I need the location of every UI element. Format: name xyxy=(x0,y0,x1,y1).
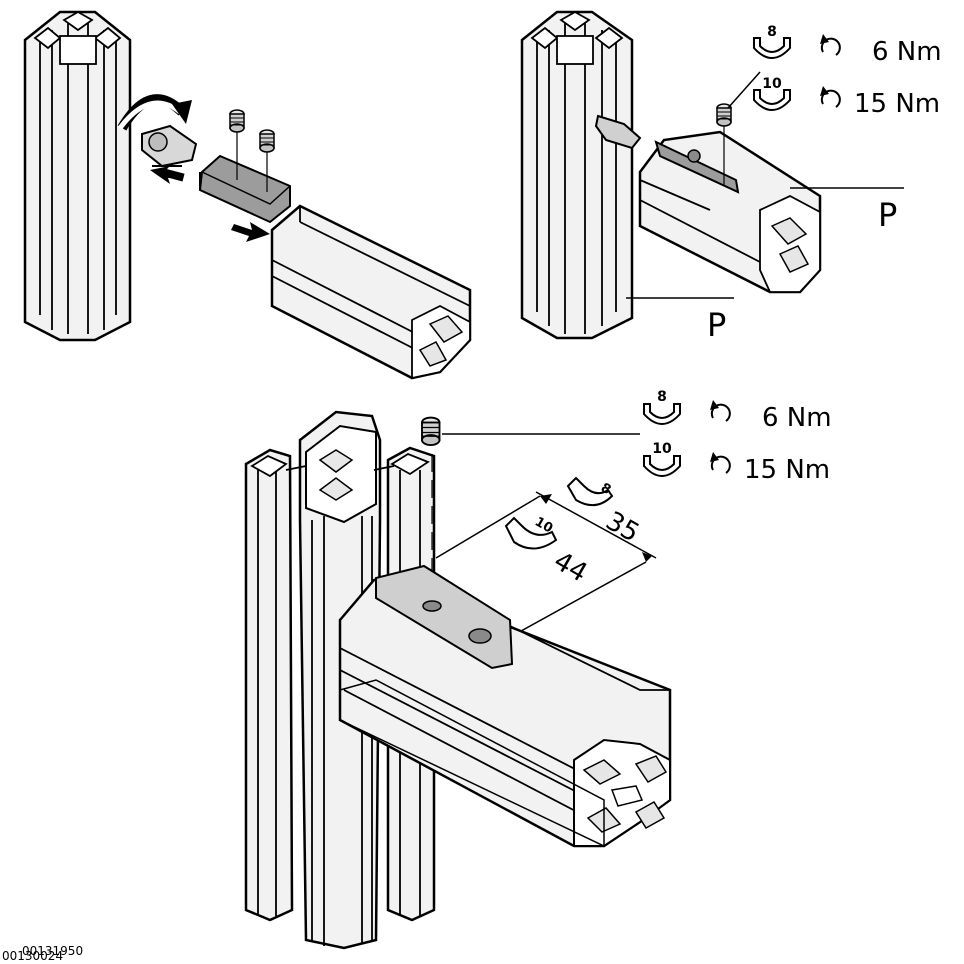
leader-line xyxy=(727,71,761,109)
slide-bar xyxy=(198,154,291,224)
wrench-size-label: 10 xyxy=(762,76,782,92)
section-label-right: P xyxy=(878,196,897,234)
horizontal-profile-bottom xyxy=(338,564,672,848)
vertical-profile-bottom-left xyxy=(244,448,294,922)
t-slot-connector xyxy=(141,124,198,168)
dimension-44: 10 44 xyxy=(504,514,593,589)
torque-spec-top: 8 6 Nm 10 15 Nm xyxy=(753,24,942,119)
wrench-size-icon xyxy=(753,89,791,111)
rotate-arrow-icon xyxy=(117,94,192,131)
torque-value: 15 Nm xyxy=(854,89,940,119)
section-label-left: P xyxy=(707,306,726,344)
horizontal-profile-bottom-lower xyxy=(339,679,605,848)
torque-value: 6 Nm xyxy=(872,37,942,67)
image-code-2: 00131950 xyxy=(22,944,83,958)
grub-screw-icon xyxy=(229,109,245,133)
panel-top-left xyxy=(23,10,472,380)
clockwise-arrow-icon xyxy=(819,33,841,56)
torque-value: 15 Nm xyxy=(744,455,830,485)
wrench-size-icon xyxy=(643,403,681,425)
vertical-profile-top-left xyxy=(23,10,132,342)
panel-bottom: 8 6 Nm 10 15 Nm xyxy=(244,389,832,950)
clockwise-arrow-icon xyxy=(819,85,841,108)
wrench-size-label: 8 xyxy=(657,389,667,405)
grub-screw-icon xyxy=(421,416,441,446)
wrench-size-icon xyxy=(504,516,558,550)
wrench-size-icon xyxy=(566,476,614,507)
wrench-size-label: 10 xyxy=(652,441,672,457)
vertical-profile-top-right xyxy=(520,10,634,340)
clockwise-arrow-icon xyxy=(709,451,731,474)
push-arrow-icon xyxy=(231,222,270,242)
horizontal-profile-top-right xyxy=(638,130,822,294)
panel-top-right: P P 8 6 Nm 10 15 Nm xyxy=(520,10,942,344)
t-slot-connector xyxy=(594,114,642,150)
image-code-1: 00130024 xyxy=(2,949,63,963)
clockwise-arrow-icon xyxy=(709,399,731,422)
torque-value: 6 Nm xyxy=(762,403,832,433)
profile-web xyxy=(285,465,395,471)
grub-screw-icon xyxy=(259,129,275,153)
dimension-lines xyxy=(435,491,657,637)
wrench-size-icon xyxy=(753,37,791,59)
dimension-value: 35 xyxy=(601,506,645,549)
torque-spec-bottom: 8 6 Nm 10 15 Nm xyxy=(643,389,832,485)
wrench-size-label: 8 xyxy=(767,24,777,40)
wrench-size-icon xyxy=(643,455,681,477)
horizontal-profile-top-left xyxy=(270,204,472,380)
dimension-35: 8 35 xyxy=(566,476,645,549)
insert-arrow-icon xyxy=(150,166,185,184)
dimension-value: 44 xyxy=(549,546,593,589)
